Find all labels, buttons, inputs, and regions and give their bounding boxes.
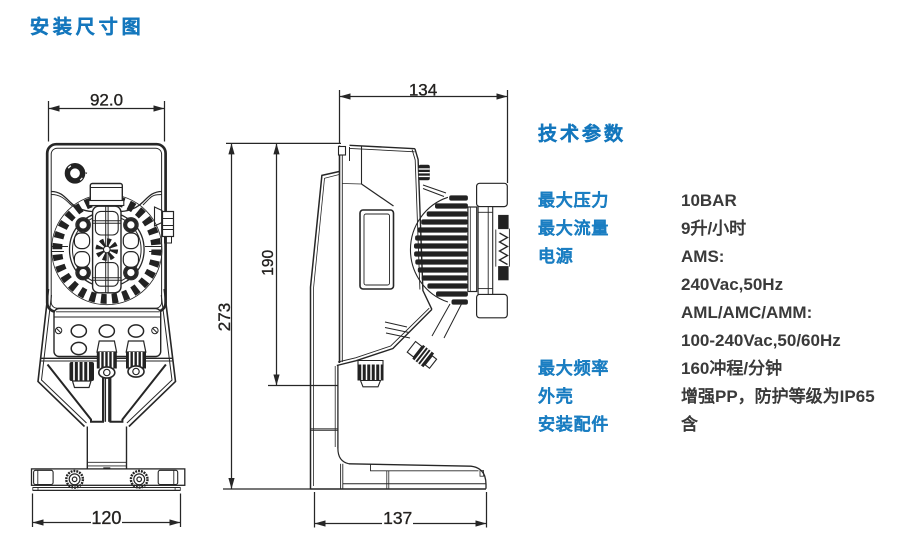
svg-text:137: 137 [383,508,412,528]
svg-text:120: 120 [91,508,121,528]
svg-text:273: 273 [215,303,234,331]
svg-text:134: 134 [409,81,437,100]
svg-text:92.0: 92.0 [90,91,123,110]
svg-text:190: 190 [260,249,277,275]
